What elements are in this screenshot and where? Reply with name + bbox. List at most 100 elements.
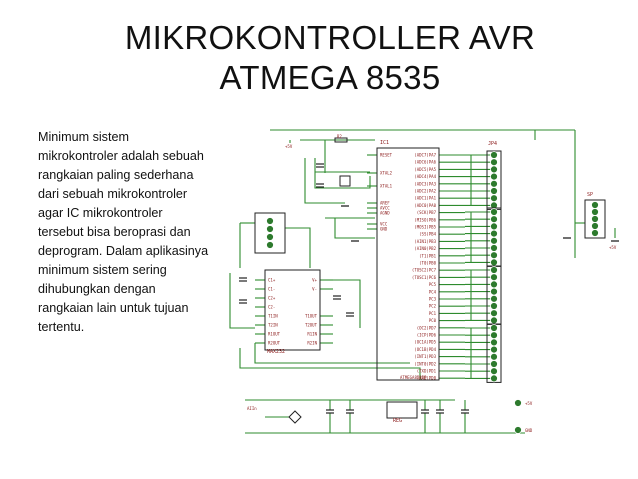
db9-pad xyxy=(266,233,274,241)
header-pad xyxy=(490,258,498,267)
header-pad xyxy=(490,374,498,383)
header-pad xyxy=(490,273,498,282)
vcc-tag-right: +5V xyxy=(609,245,617,250)
header-pad xyxy=(490,309,498,318)
schematic-wires xyxy=(229,129,616,434)
ic1-name-label: ATMEGA8535P xyxy=(400,375,427,380)
header-pad xyxy=(490,294,498,303)
header-pad xyxy=(490,222,498,231)
pin-header-3 xyxy=(486,323,502,383)
serial-connector xyxy=(584,199,606,239)
gnd-wire xyxy=(304,158,345,204)
header-pad xyxy=(490,165,498,174)
db9-wire-3 xyxy=(285,227,311,268)
header-pad xyxy=(490,352,498,361)
ic-right-pin-label: PC4 xyxy=(429,289,437,294)
ic-left-pin-label: AREF xyxy=(380,201,390,206)
serial-pad xyxy=(591,201,599,209)
header-pad xyxy=(490,244,498,252)
ic-right-pin-label: (OC1B)PD4 xyxy=(414,347,436,352)
max232-label: MAX232 xyxy=(267,349,285,355)
ic-right-pin-label: PC1 xyxy=(429,311,437,316)
psu-out-pad xyxy=(514,399,522,407)
ic-right-pin-label: PC3 xyxy=(429,297,437,302)
header-pad xyxy=(490,331,498,340)
serial-pad xyxy=(591,229,599,237)
max232-chip xyxy=(264,269,321,351)
ic-right-pin-label: (MOSI)PB5 xyxy=(414,225,436,230)
db9-pad xyxy=(266,241,274,249)
schematic-labels: IC1RESETXTAL2XTAL1AREFAVCCAGNDVCCGND(ADC… xyxy=(247,134,617,433)
ain-label: AIIn xyxy=(247,406,257,411)
ic-right-pin-label: (ICP)PD6 xyxy=(417,333,437,338)
max-right-pin-label: T2OUT xyxy=(305,323,318,328)
max-left-pin-label: T1IN xyxy=(268,314,278,319)
ic-left-pin-label: VCC xyxy=(380,222,388,227)
max-cap-wire xyxy=(229,273,255,329)
ic-right-pin-label: (INT0)PD2 xyxy=(414,361,436,366)
ic-left-pin-label: RESET xyxy=(380,153,393,158)
gnd-tag-psu: GND xyxy=(525,428,533,433)
header-pad xyxy=(490,215,498,224)
header-pad xyxy=(490,266,498,274)
ic-left-pin-label: XTAL1 xyxy=(380,184,393,189)
reg-label: REG xyxy=(393,418,402,424)
max-right-pin-label: R1IN xyxy=(307,332,317,337)
title-line-1: MIKROKONTROLLER AVR xyxy=(124,19,536,56)
ic-right-pin-label: (RXD)PD0 xyxy=(417,376,437,381)
resistor-r2 xyxy=(334,137,348,143)
ic-right-pin-label: (ADC3)PA3 xyxy=(414,181,436,186)
body-paragraph: Minimum sistem mikrokontroler adalah seb… xyxy=(38,130,209,334)
db9-pad xyxy=(266,217,274,225)
ic-right-pin-label: (MISO)PB6 xyxy=(414,217,436,222)
max-left-pin-label: R1OUT xyxy=(268,332,281,337)
ic-right-pin-label: (OC1A)PD5 xyxy=(414,340,436,345)
db9-connector xyxy=(254,212,286,254)
ic-right-pin-label: (SCK)PB7 xyxy=(417,210,437,215)
xtal-wire xyxy=(314,158,371,189)
header-pad xyxy=(490,172,498,181)
schematic-components xyxy=(239,137,619,434)
vcc-tag-psu: +5V xyxy=(525,401,533,406)
ic-left-pin-label: AGND xyxy=(380,211,390,216)
max-left-pin-label: T2IN xyxy=(268,323,278,328)
header-pad xyxy=(490,251,498,260)
ic-left-pin-label: AVCC xyxy=(380,206,390,211)
ic-right-pin-label: (ADC1)PA1 xyxy=(414,196,436,201)
header-pad xyxy=(490,302,498,310)
serial-pad xyxy=(591,215,599,223)
max-cap-wire-2 xyxy=(333,279,361,328)
header-pad xyxy=(490,287,498,296)
header-pad xyxy=(490,229,498,238)
max-left-pin-label: C1+ xyxy=(268,278,276,283)
ic1-label: IC1 xyxy=(380,140,389,146)
max-left-pin-label: C1- xyxy=(268,287,275,292)
ic-atmega8535 xyxy=(376,147,440,381)
ic-right-pin-label: (ADC6)PA6 xyxy=(414,160,436,165)
ic-right-pin-label: (T1)PB1 xyxy=(419,253,436,258)
header-pad xyxy=(490,360,498,368)
max-left-pin-label: R2OUT xyxy=(268,341,281,346)
tx-wire xyxy=(254,343,410,364)
max-right-pin-label: T1OUT xyxy=(305,314,318,319)
psu-gnd-pad xyxy=(514,426,522,434)
header-pad xyxy=(490,179,498,188)
serial-pad xyxy=(591,222,599,230)
ic-right-pin-label: (ADC0)PA0 xyxy=(414,203,436,208)
header-pad xyxy=(490,345,498,354)
jp-label: JP4 xyxy=(488,141,497,147)
ic-right-pin-label: PC0 xyxy=(429,318,437,323)
max-right-pin-label: V- xyxy=(312,287,317,292)
r2-label: R2 xyxy=(337,134,342,139)
ic-right-pin-label: (TOSC1)PC6 xyxy=(412,275,437,280)
ic-right-pin-label: (T0)PB0 xyxy=(419,261,436,266)
max-right-pin-label: V+ xyxy=(312,278,317,283)
bridge-rectifier xyxy=(288,410,302,424)
ic-left-pin-label: GND xyxy=(380,227,388,232)
crystal xyxy=(339,175,351,187)
header-pad xyxy=(490,316,498,325)
ic-right-pin-label: (ADC2)PA2 xyxy=(414,189,436,194)
max-right-pin-label: R2IN xyxy=(307,341,317,346)
ic-left-pin-label: XTAL2 xyxy=(380,171,393,176)
slide-title: MIKROKONTROLLER AVR ATMEGA 8535 xyxy=(60,18,600,98)
